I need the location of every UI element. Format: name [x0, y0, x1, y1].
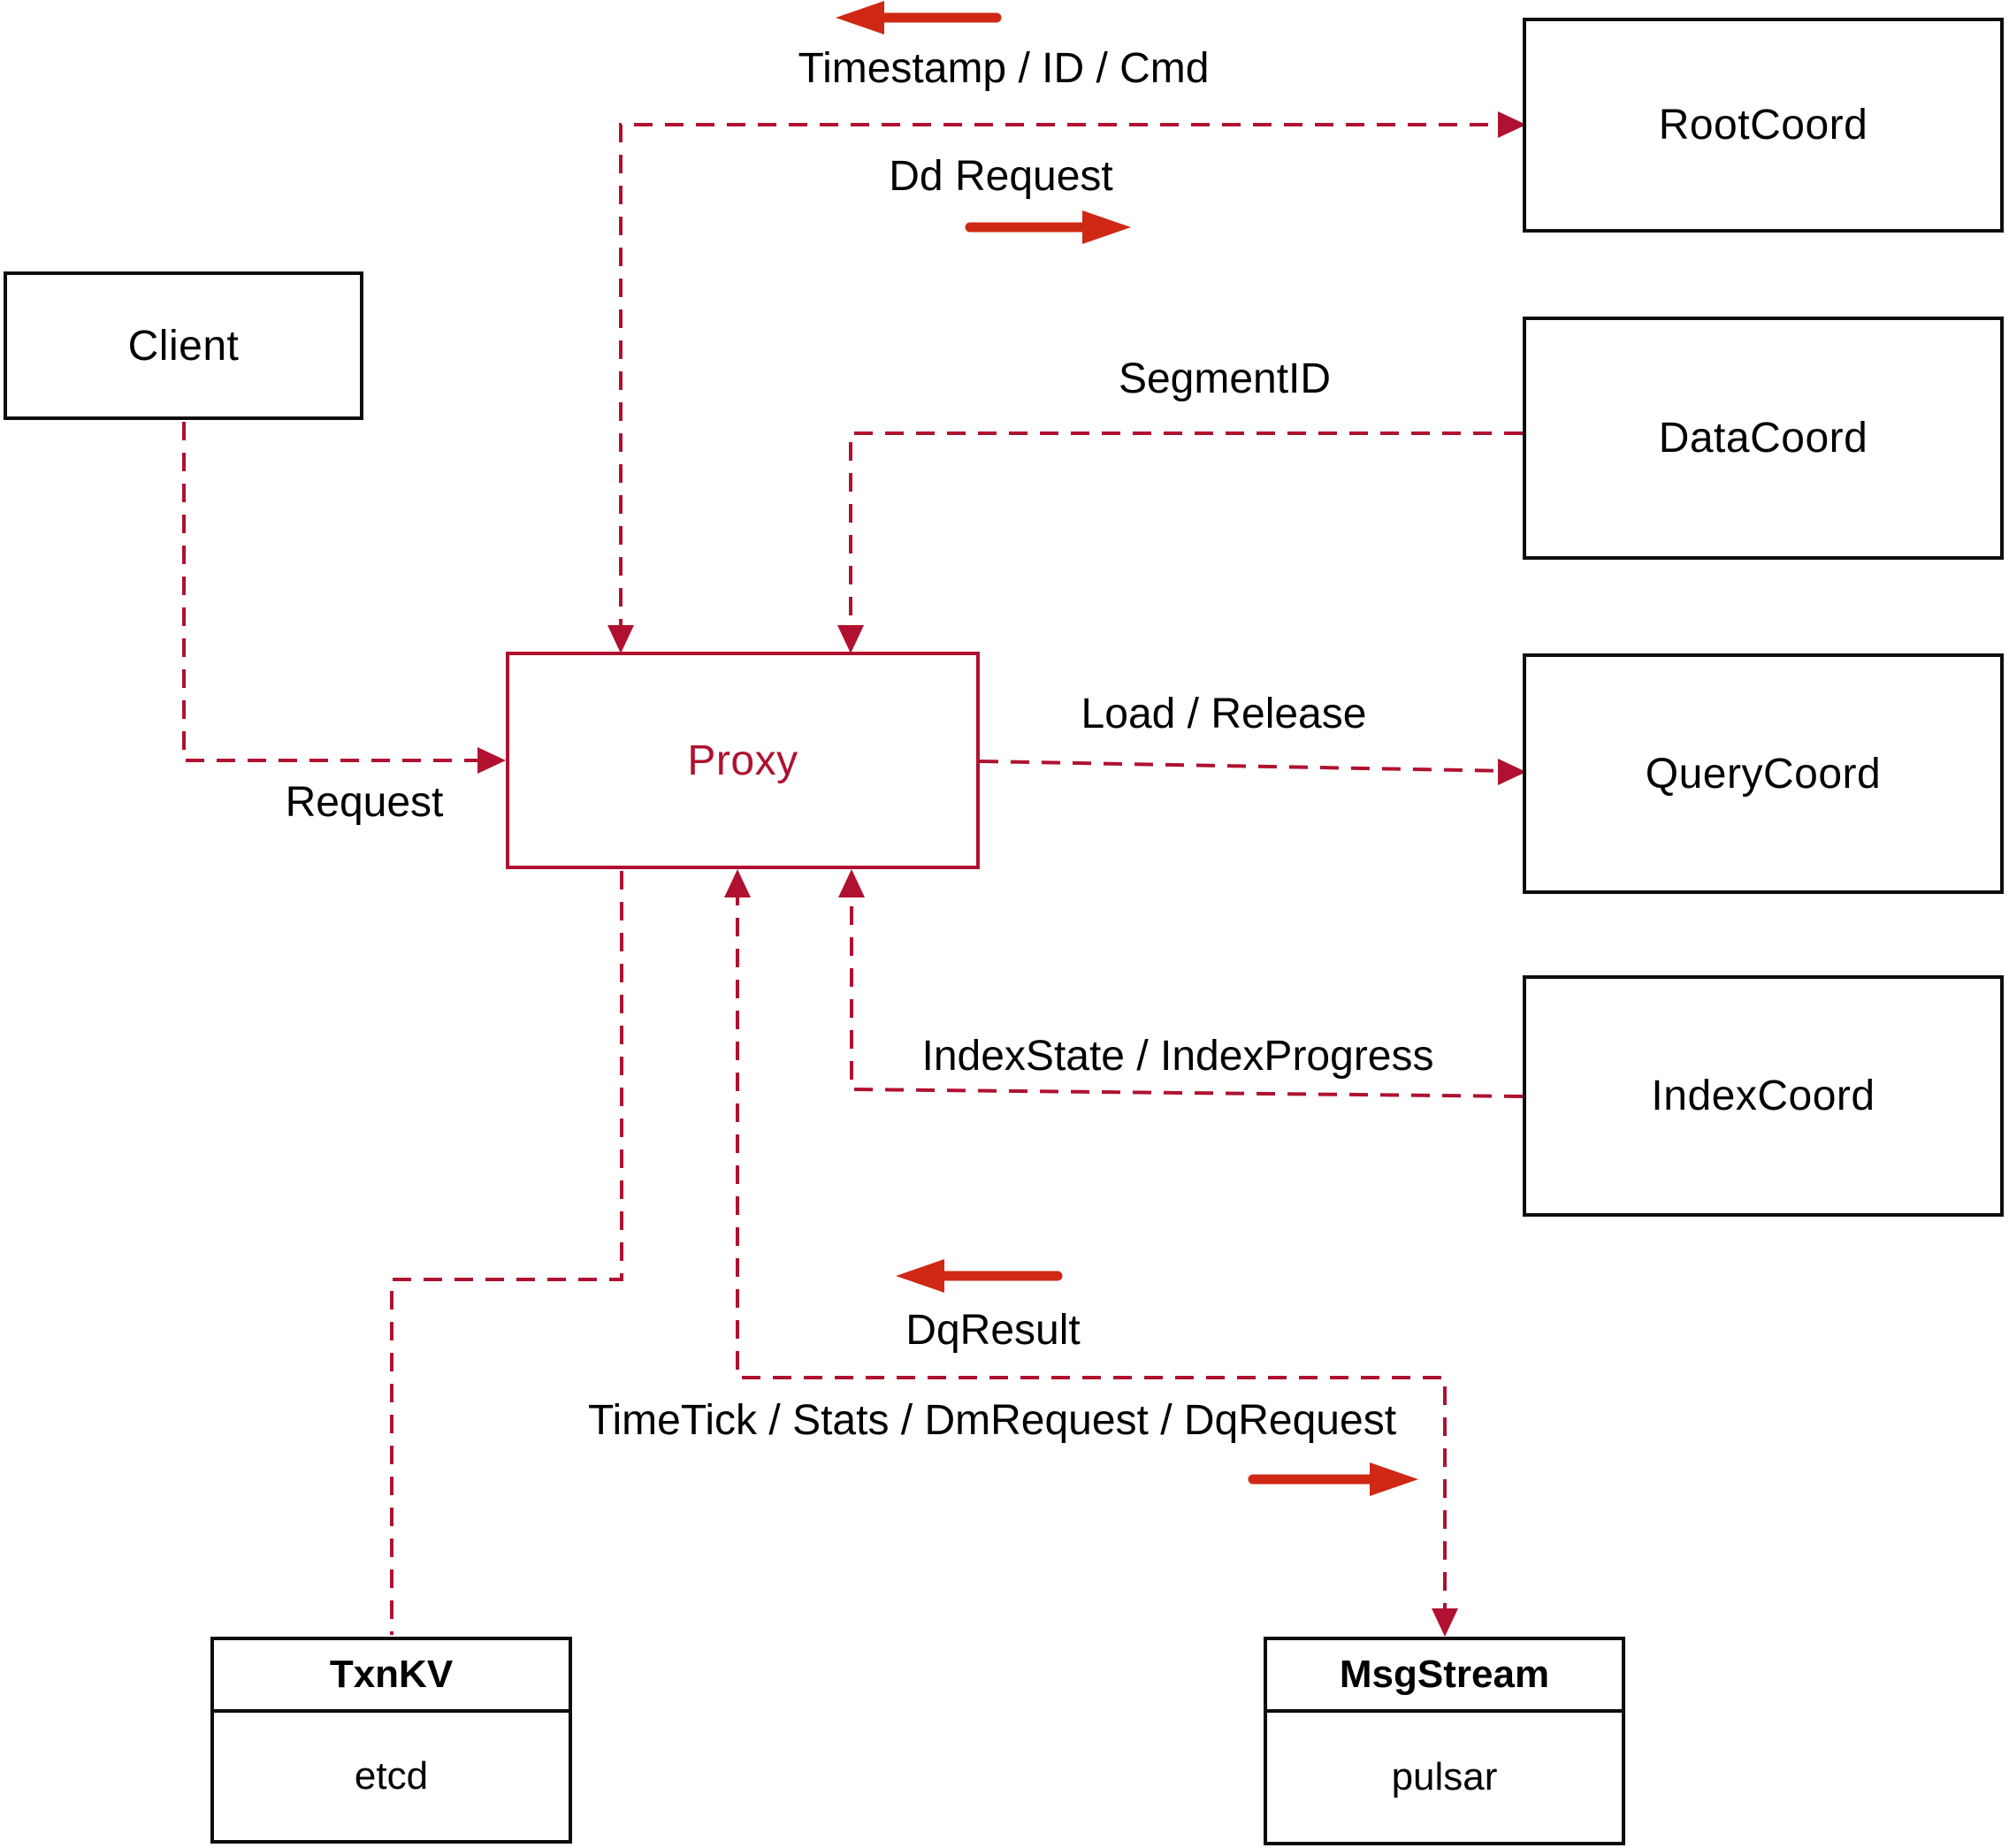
node-rootcoord: RootCoord	[1523, 18, 2004, 233]
edge-indexcoord-proxy	[850, 887, 1524, 1098]
edge-label-dd-request: Dd Request	[889, 153, 1113, 200]
edge-proxy-querycoord	[979, 760, 1511, 773]
node-querycoord: QueryCoord	[1523, 653, 2004, 894]
arrowhead-into-rootcoord-icon	[1498, 111, 1526, 138]
edge-label-load-release: Load / Release	[1081, 691, 1367, 737]
edge-proxy-msgstream	[736, 887, 1447, 1621]
arrowhead-into-msgstream-icon	[1432, 1608, 1458, 1637]
node-msgstream-title: MsgStream	[1267, 1640, 1622, 1713]
node-datacoord: DataCoord	[1523, 317, 2004, 560]
edge-datacoord-proxy	[849, 431, 1523, 638]
left-arrow-head-dqresult-icon	[896, 1259, 944, 1293]
node-msgstream: MsgStream pulsar	[1264, 1637, 1625, 1845]
node-datacoord-label: DataCoord	[1658, 415, 1868, 462]
right-arrow-head-dd-request-icon	[1082, 210, 1131, 244]
node-client: Client	[4, 271, 363, 420]
edge-label-dqresult: DqResult	[905, 1307, 1081, 1354]
node-proxy-label: Proxy	[687, 737, 798, 784]
edge-label-timetick-stats-dmrequest-dqrequest: TimeTick / Stats / DmRequest / DqRequest	[587, 1397, 1397, 1444]
arrowhead-into-proxy-bottom-right-icon	[838, 869, 865, 897]
node-txnkv-title: TxnKV	[214, 1640, 569, 1713]
edge-client-proxy	[182, 422, 488, 762]
arrowhead-into-querycoord-icon	[1498, 759, 1526, 785]
arrowhead-into-proxy-bottom-mid-icon	[724, 869, 751, 897]
arrowhead-into-proxy-top-left-icon	[607, 625, 634, 653]
edge-label-timestamp-id-cmd: Timestamp / ID / Cmd	[798, 45, 1210, 92]
node-querycoord-label: QueryCoord	[1645, 750, 1882, 798]
edge-label-indexstate-indexprogress: IndexState / IndexProgress	[921, 1033, 1434, 1080]
node-indexcoord: IndexCoord	[1523, 975, 2004, 1217]
node-client-label: Client	[127, 322, 240, 370]
node-txnkv: TxnKV etcd	[210, 1637, 572, 1844]
node-indexcoord-label: IndexCoord	[1651, 1073, 1875, 1119]
right-arrow-head-timetick-icon	[1370, 1462, 1418, 1496]
arrowhead-into-proxy-top-right-icon	[837, 625, 864, 653]
node-msgstream-subtitle: pulsar	[1391, 1755, 1498, 1798]
node-txnkv-subtitle: etcd	[354, 1754, 429, 1798]
left-arrow-head-timestamp-icon	[836, 1, 884, 34]
edge-label-request: Request	[285, 779, 444, 826]
edge-label-segmentid: SegmentID	[1118, 355, 1332, 402]
edge-proxy-txnkv	[390, 871, 623, 1635]
node-proxy: Proxy	[506, 652, 980, 869]
arrowhead-into-proxy-left-icon	[477, 747, 506, 774]
node-rootcoord-label: RootCoord	[1658, 102, 1868, 149]
edge-proxy-rootcoord	[619, 123, 1510, 638]
